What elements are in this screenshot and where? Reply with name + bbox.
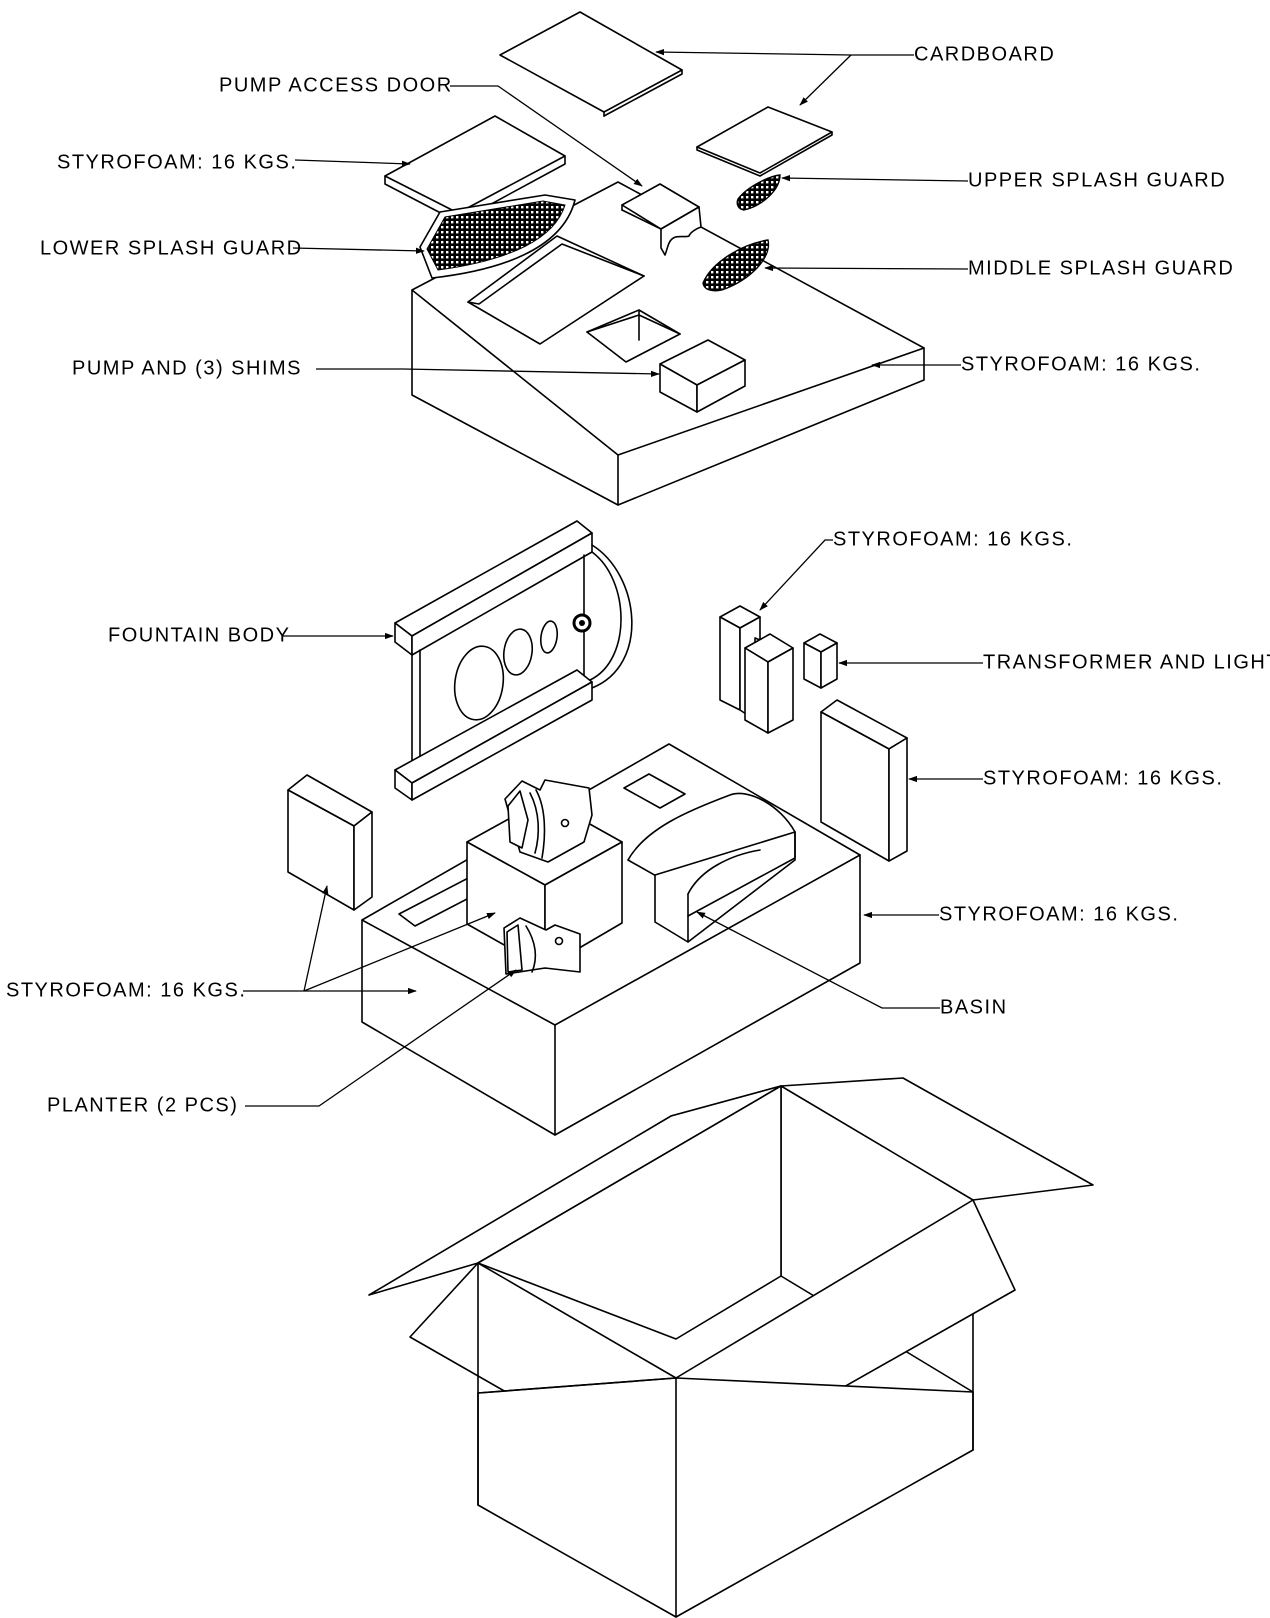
planter-top-piece: [504, 779, 593, 863]
top-styrofoam-block: [411, 181, 925, 506]
label-pump-and-shims: PUMP AND (3) SHIMS: [72, 357, 302, 379]
label-styrofoam-bottom-block: STYROFOAM: 16 KGS.: [939, 903, 1179, 925]
second-cardboard-sheet: [696, 106, 833, 177]
planter-bottom-piece: [503, 917, 581, 975]
pump-access-door: [621, 183, 702, 256]
label-styrofoam-left: STYROFOAM: 16 KGS.: [6, 979, 246, 1001]
label-transformer-and-light: TRANSFORMER AND LIGHT: [983, 651, 1270, 673]
lower-splash-guard: [419, 194, 576, 279]
fountain-body: [394, 520, 633, 801]
label-upper-splash-guard: UPPER SPLASH GUARD: [968, 169, 1226, 191]
bottom-styrofoam-block: [361, 743, 861, 1136]
label-cardboard: CARDBOARD: [914, 43, 1055, 65]
shipping-box: [368, 1077, 1094, 1618]
middle-splash-guard: [702, 239, 770, 292]
label-styrofoam-top-slab: STYROFOAM: 16 KGS.: [57, 151, 297, 173]
label-styrofoam-corner: STYROFOAM: 16 KGS.: [833, 528, 1073, 550]
styrofoam-left-slab: [287, 774, 373, 911]
upper-splash-guard: [736, 174, 781, 211]
callout-labels: CARDBOARD PUMP ACCESS DOOR STYROFOAM: 16…: [6, 43, 1270, 1116]
label-styrofoam-right-slab: STYROFOAM: 16 KGS.: [983, 767, 1223, 789]
label-pump-access-door: PUMP ACCESS DOOR: [219, 74, 453, 96]
sun-icon: [572, 613, 592, 633]
label-middle-splash-guard: MIDDLE SPLASH GUARD: [968, 257, 1234, 279]
styrofoam-corner-piece: [719, 605, 794, 734]
leader-lines: [243, 48, 983, 1107]
top-cardboard-sheet: [499, 11, 683, 117]
pump-box: [659, 339, 746, 413]
label-styrofoam-top-block: STYROFOAM: 16 KGS.: [961, 353, 1201, 375]
label-fountain-body: FOUNTAIN BODY: [108, 624, 290, 646]
transformer-box: [803, 633, 838, 689]
label-planter: PLANTER (2 PCS): [47, 1094, 238, 1116]
label-basin: BASIN: [940, 996, 1008, 1018]
label-lower-splash-guard: LOWER SPLASH GUARD: [40, 237, 303, 259]
styrofoam-right-slab: [820, 699, 908, 862]
